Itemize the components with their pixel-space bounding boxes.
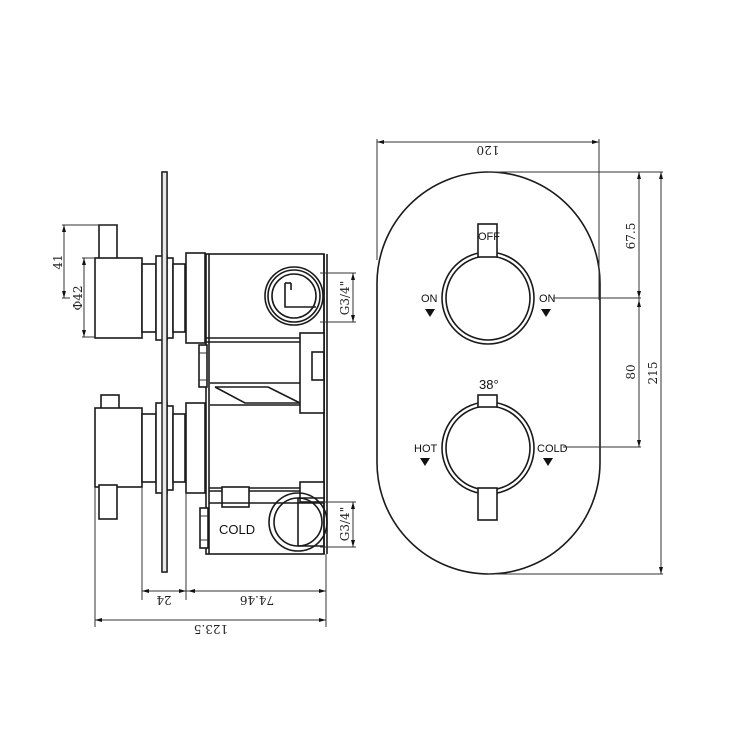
- lower-stem: [141, 413, 157, 483]
- cold-down-triangle-icon: [543, 458, 553, 466]
- upper-outlet-port: [264, 266, 324, 326]
- upper-left-down-triangle-icon: [425, 309, 435, 317]
- dim-215-label: 215: [646, 362, 660, 385]
- upper-knob-lever: [477, 223, 498, 258]
- dim-41-label: 41: [51, 254, 65, 269]
- dim-74-46-label: 74.46: [240, 593, 274, 607]
- dim-front-width: 120: [376, 139, 600, 300]
- upper-handle: [94, 224, 206, 344]
- cover-plate-front: [161, 171, 168, 573]
- lower-control-knob: 38° HOT COLD: [414, 377, 568, 521]
- dim-phi42-label: Φ42: [71, 285, 85, 310]
- dim-67-5-label: 67.5: [624, 223, 638, 250]
- dim-handle-height: 41: [51, 224, 118, 299]
- dim-lower-outlet-thread: G3/4": [320, 501, 356, 548]
- dim-upper-outlet-thread: G3/4": [320, 272, 356, 323]
- lower-knob-body: [94, 407, 143, 488]
- cold-label: COLD: [537, 443, 568, 455]
- lower-collar: [185, 402, 206, 494]
- dim-front-height: 215: [646, 172, 663, 574]
- dim-g34-top-label: G3/4": [338, 281, 352, 315]
- dim-knob-spacing: 80: [624, 298, 641, 447]
- temperature-38-label: 38°: [479, 377, 499, 392]
- upper-knob-body: [94, 257, 143, 339]
- upper-right-down-triangle-icon: [541, 309, 551, 317]
- hot-down-triangle-icon: [420, 458, 430, 466]
- side-view: COLD 41: [51, 171, 356, 636]
- lower-sleeve: [172, 413, 186, 483]
- upper-left-on-label: ON: [421, 293, 438, 305]
- upper-control-knob: OFF ON ON: [421, 223, 556, 345]
- cold-inlet-label: COLD: [219, 522, 255, 537]
- upper-collar: [185, 252, 206, 344]
- lower-flange-inner: [166, 405, 174, 491]
- dim-24-label: 24: [156, 593, 172, 607]
- dim-123-5-label: 123.5: [194, 622, 228, 636]
- upper-stem: [141, 263, 157, 333]
- front-view: OFF ON ON 38° HOT COLD 120: [376, 139, 663, 575]
- dim-handle-diameter: Φ42: [71, 257, 95, 338]
- upper-side-nut: [198, 344, 208, 388]
- upper-sleeve: [172, 263, 186, 333]
- off-label: OFF: [478, 231, 500, 243]
- dim-80-label: 80: [624, 364, 638, 379]
- dim-plate-to-handle: 24: [142, 589, 186, 607]
- upper-right-on-label: ON: [539, 293, 556, 305]
- lower-knob-top-tab: [477, 394, 498, 408]
- valve-body: COLD: [198, 253, 328, 555]
- dim-body-depth: 74.46: [186, 589, 326, 607]
- dim-top-to-upper-knob: 67.5: [624, 172, 641, 298]
- lower-lever-bottom: [98, 484, 118, 520]
- upper-lever: [98, 224, 118, 261]
- hot-label: HOT: [414, 443, 438, 455]
- lower-knob-lever: [477, 487, 498, 521]
- dim-overall-depth: 123.5: [95, 618, 326, 636]
- lower-side-nut: [199, 507, 209, 549]
- lower-outlet-port: [268, 492, 328, 552]
- lower-handle: [94, 394, 206, 520]
- cold-inlet-nut: [221, 486, 250, 508]
- dim-g34-bottom-label: G3/4": [338, 507, 352, 541]
- dim-120-label: 120: [477, 143, 500, 157]
- upper-flange-inner: [166, 257, 174, 339]
